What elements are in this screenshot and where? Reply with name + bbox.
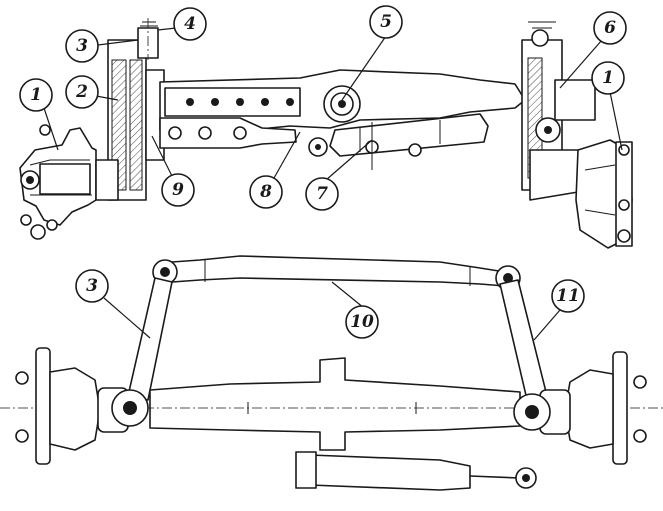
svg-text:3: 3 <box>76 36 88 56</box>
svg-text:7: 7 <box>316 184 328 204</box>
pivot-pin <box>323 85 361 123</box>
callout-1-left: 1 <box>19 78 59 151</box>
callout-2: 2 <box>65 75 119 109</box>
callout-3-top: 3 <box>65 29 139 63</box>
svg-text:8: 8 <box>259 182 272 202</box>
svg-text:10: 10 <box>350 312 374 332</box>
callout-8: 8 <box>249 131 301 209</box>
steering-cylinder-top <box>308 113 489 170</box>
steering-cylinder-bottom <box>295 451 537 491</box>
callout-3-bottom: 3 <box>75 269 151 339</box>
left-kingpin-assembly <box>95 18 165 201</box>
callout-5: 5 <box>341 5 403 101</box>
callout-1-right: 1 <box>591 61 625 151</box>
left-wheel-hub <box>19 124 97 240</box>
right-wheel-hub <box>575 139 633 249</box>
right-lower-hub <box>513 351 647 465</box>
callout-11: 11 <box>533 279 585 341</box>
bottom-assembly-view <box>0 255 663 491</box>
svg-text:11: 11 <box>556 286 580 306</box>
callout-10: 10 <box>331 281 379 339</box>
svg-text:6: 6 <box>604 18 616 38</box>
callout-6: 6 <box>559 11 627 89</box>
callouts: 1 1 2 3 3 4 5 <box>19 5 627 341</box>
svg-text:4: 4 <box>184 14 196 34</box>
right-kingpin-assembly <box>521 21 596 201</box>
top-section-view <box>19 18 633 249</box>
callout-7: 7 <box>305 139 373 211</box>
callout-4: 4 <box>157 7 207 41</box>
svg-text:2: 2 <box>75 82 88 102</box>
svg-text:5: 5 <box>380 12 392 32</box>
left-lower-hub <box>15 347 149 465</box>
axle-beam-section <box>159 69 526 149</box>
svg-text:1: 1 <box>30 85 42 105</box>
left-steering-arm <box>127 277 173 401</box>
right-steering-arm <box>499 279 549 405</box>
svg-text:9: 9 <box>172 180 184 200</box>
svg-text:1: 1 <box>602 68 614 88</box>
svg-text:3: 3 <box>86 276 98 296</box>
callout-9: 9 <box>151 135 195 207</box>
